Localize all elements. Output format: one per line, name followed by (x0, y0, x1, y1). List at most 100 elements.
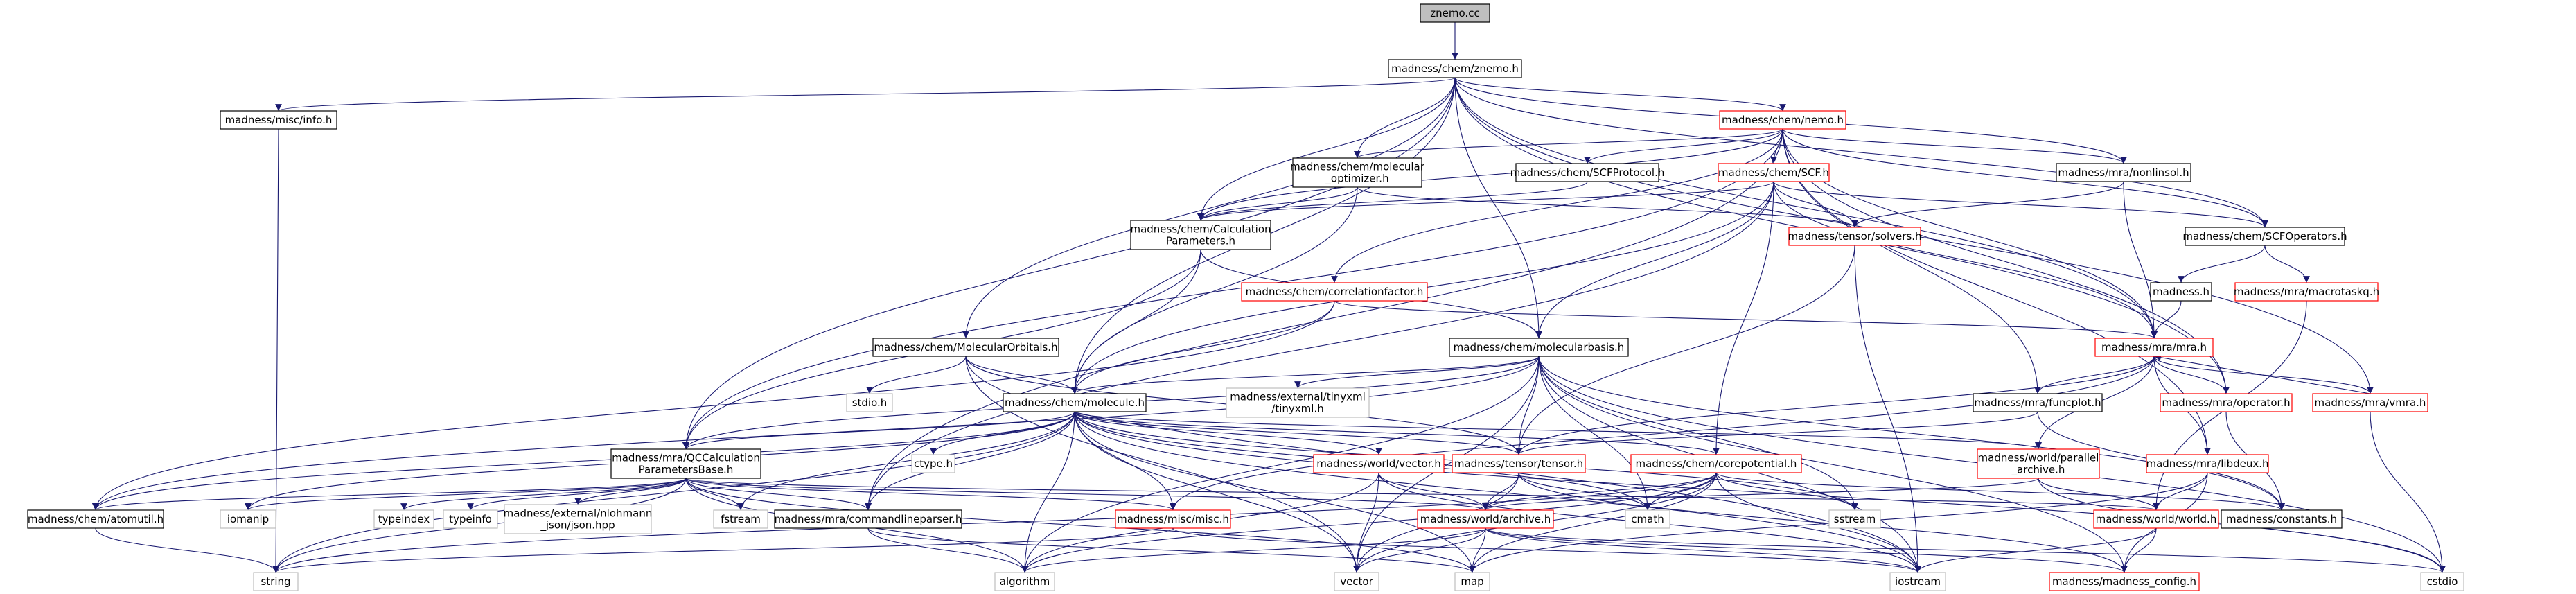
node-algorithm[interactable]: algorithm (994, 572, 1055, 591)
edge-molecule_h-to-parallel_h (1074, 411, 2042, 450)
edge-znemo_h-to-molopt_h (1354, 77, 1456, 159)
node-label-macrotaskq_h-0: madness/mra/macrotaskq.h (2234, 286, 2379, 298)
node-vector[interactable]: vector (1334, 572, 1379, 591)
node-libdeux_h[interactable]: madness/mra/libdeux.h (2146, 454, 2269, 473)
node-tensor_h[interactable]: madness/tensor/tensor.h (1452, 454, 1586, 473)
node-molbasis_h[interactable]: madness/chem/molecularbasis.h (1449, 338, 1629, 357)
node-archive_h[interactable]: madness/world/archive.h (1417, 509, 1554, 529)
node-box-operator_h (2160, 393, 2293, 412)
edge-qccalc_h-to-json_hpp (574, 478, 687, 505)
node-qccalc_h[interactable]: madness/mra/QCCalculationParametersBase.… (610, 448, 761, 479)
edge-znemo_h-to-calcparams_h (1197, 77, 1456, 221)
node-box-corrfac_h (1241, 282, 1428, 302)
edge-znemo_h-to-scfops_h (1454, 77, 2268, 228)
edge-scf_h-to-solvers_h (1773, 181, 1858, 228)
node-label-config_h-0: madness/madness_config.h (2052, 575, 2196, 588)
node-solvers_h[interactable]: madness/tensor/solvers.h (1788, 227, 1922, 246)
node-corrfac_h[interactable]: madness/chem/correlationfactor.h (1241, 282, 1428, 302)
edge-molecule_h-to-atomutil_h (92, 411, 1075, 511)
edge-misc_h-to-string (272, 527, 1174, 573)
edge-madness_h-to-mra_h (2151, 300, 2182, 339)
node-vector_h[interactable]: madness/world/vector.h (1313, 454, 1445, 473)
edge-molecule_h-to-vector_h (1074, 411, 1382, 455)
node-misc_h[interactable]: madness/misc/misc.h (1115, 509, 1231, 529)
node-box-molecule_h (1003, 393, 1147, 412)
node-molecule_h[interactable]: madness/chem/molecule.h (1003, 393, 1147, 412)
node-map[interactable]: map (1454, 572, 1490, 591)
node-box-cmath (1625, 509, 1670, 529)
nodes-layer: znemo.cc madness/chem/znemo.h madness/misc… (27, 3, 2464, 591)
node-label-string-0: string (261, 575, 290, 588)
node-label-vector_h-0: madness/world/vector.h (1316, 457, 1441, 470)
edge-nemo_h-to-qccalc_h (682, 128, 1783, 450)
node-box-scf_h (1718, 163, 1830, 182)
node-label-libdeux_h-0: madness/mra/libdeux.h (2146, 457, 2268, 470)
edge-scf_h-to-scfops_h (1773, 181, 2268, 228)
node-scfops_h[interactable]: madness/chem/SCFOperators.h (2182, 227, 2347, 246)
node-label-archive_h-0: madness/world/archive.h (1420, 513, 1551, 525)
node-corepot_h[interactable]: madness/chem/corepotential.h (1630, 454, 1802, 473)
node-mra_h[interactable]: madness/mra/mra.h (2094, 338, 2214, 357)
node-constants_h[interactable]: madness/constants.h (2221, 509, 2343, 529)
edge-libdeux_h-to-world_h (2153, 472, 2208, 511)
node-cmdline_h[interactable]: madness/mra/commandlineparser.h (774, 509, 962, 529)
node-sstream[interactable]: sstream (1828, 509, 1881, 529)
edge-mra_h-to-funcplot_h (2034, 356, 2155, 394)
node-world_h[interactable]: madness/world/world.h (2093, 509, 2219, 529)
node-vmra_h[interactable]: madness/mra/vmra.h (2312, 393, 2428, 412)
node-label-typeindex-0: typeindex (378, 513, 430, 525)
node-box-macrotaskq_h (2234, 282, 2379, 302)
node-cmath[interactable]: cmath (1625, 509, 1670, 529)
node-madness_h[interactable]: madness.h (2150, 282, 2212, 302)
node-label-molopt_h-1: _optimizer.h (1325, 173, 1388, 186)
node-config_h[interactable]: madness/madness_config.h (2049, 572, 2200, 591)
edge-scfops_h-to-macrotaskq_h (2264, 245, 2310, 283)
node-typeinfo[interactable]: typeinfo (443, 509, 498, 529)
node-label-corepot_h-0: madness/chem/corepotential.h (1636, 457, 1797, 470)
node-tinyxml_h[interactable]: madness/external/tinyxml/tinyxml.h (1226, 387, 1370, 418)
node-cstdio[interactable]: cstdio (2420, 572, 2464, 591)
node-nonlinsol_h[interactable]: madness/mra/nonlinsol.h (2056, 163, 2191, 182)
node-box-molorb_h (872, 338, 1059, 357)
node-stdio_h[interactable]: stdio.h (846, 393, 893, 412)
node-znemo_h[interactable]: madness/chem/znemo.h (1388, 59, 1522, 78)
node-label-qccalc_h-1: ParametersBase.h (639, 464, 734, 476)
edge-molecule_h-to-map (1074, 411, 1476, 573)
edge-znemo_h-to-molorb_h (962, 77, 1456, 339)
edge-molecule_h-to-string (272, 411, 1075, 573)
edge-parallel_h-to-archive_h (1482, 478, 2039, 511)
node-root[interactable]: znemo.cc (1420, 3, 1490, 23)
edge-vector_h-to-archive_h (1378, 472, 1489, 511)
node-ctype_h[interactable]: ctype.h (911, 454, 955, 473)
node-string[interactable]: string (253, 572, 299, 591)
node-nemo_h[interactable]: madness/chem/nemo.h (1719, 110, 1846, 130)
node-molorb_h[interactable]: madness/chem/MolecularOrbitals.h (872, 338, 1059, 357)
node-iomanip[interactable]: iomanip (220, 509, 276, 529)
edge-qccalc_h-to-map (685, 478, 1476, 573)
node-info_h[interactable]: madness/misc/info.h (220, 110, 337, 130)
edge-mra_h-to-misc_h (1170, 356, 2155, 511)
node-scfprot_h[interactable]: madness/chem/SCFProtocol.h (1510, 163, 1665, 182)
node-atomutil_h[interactable]: madness/chem/atomutil.h (27, 509, 164, 529)
node-molopt_h[interactable]: madness/chem/molecular_optimizer.h (1290, 157, 1425, 188)
edge-corepot_h-to-sstream (1715, 472, 1858, 511)
edge-znemo_h-to-mra_h (1454, 77, 2158, 339)
node-typeindex[interactable]: typeindex (373, 509, 434, 529)
node-box-mra_h (2094, 338, 2214, 357)
node-scf_h[interactable]: madness/chem/SCF.h (1718, 163, 1830, 182)
node-box-parallel_h (1977, 448, 2100, 479)
node-box-info_h (220, 110, 337, 130)
node-json_hpp[interactable]: madness/external/nlohmann_json/json.hpp (504, 504, 653, 534)
node-operator_h[interactable]: madness/mra/operator.h (2160, 393, 2293, 412)
edge-nemo_h-to-molopt_h (1354, 128, 1783, 159)
node-parallel_h[interactable]: madness/world/parallel_archive.h (1977, 448, 2100, 479)
node-iostream[interactable]: iostream (1889, 572, 1946, 591)
edge-mra_h-to-operator_h (2153, 356, 2230, 394)
node-box-cstdio (2420, 572, 2464, 591)
node-funcplot_h[interactable]: madness/mra/funcplot.h (1973, 393, 2103, 412)
node-label-parallel_h-0: madness/world/parallel (1978, 452, 2099, 464)
node-macrotaskq_h[interactable]: madness/mra/macrotaskq.h (2234, 282, 2379, 302)
node-fstream[interactable]: fstream (713, 509, 768, 529)
node-box-archive_h (1417, 509, 1554, 529)
